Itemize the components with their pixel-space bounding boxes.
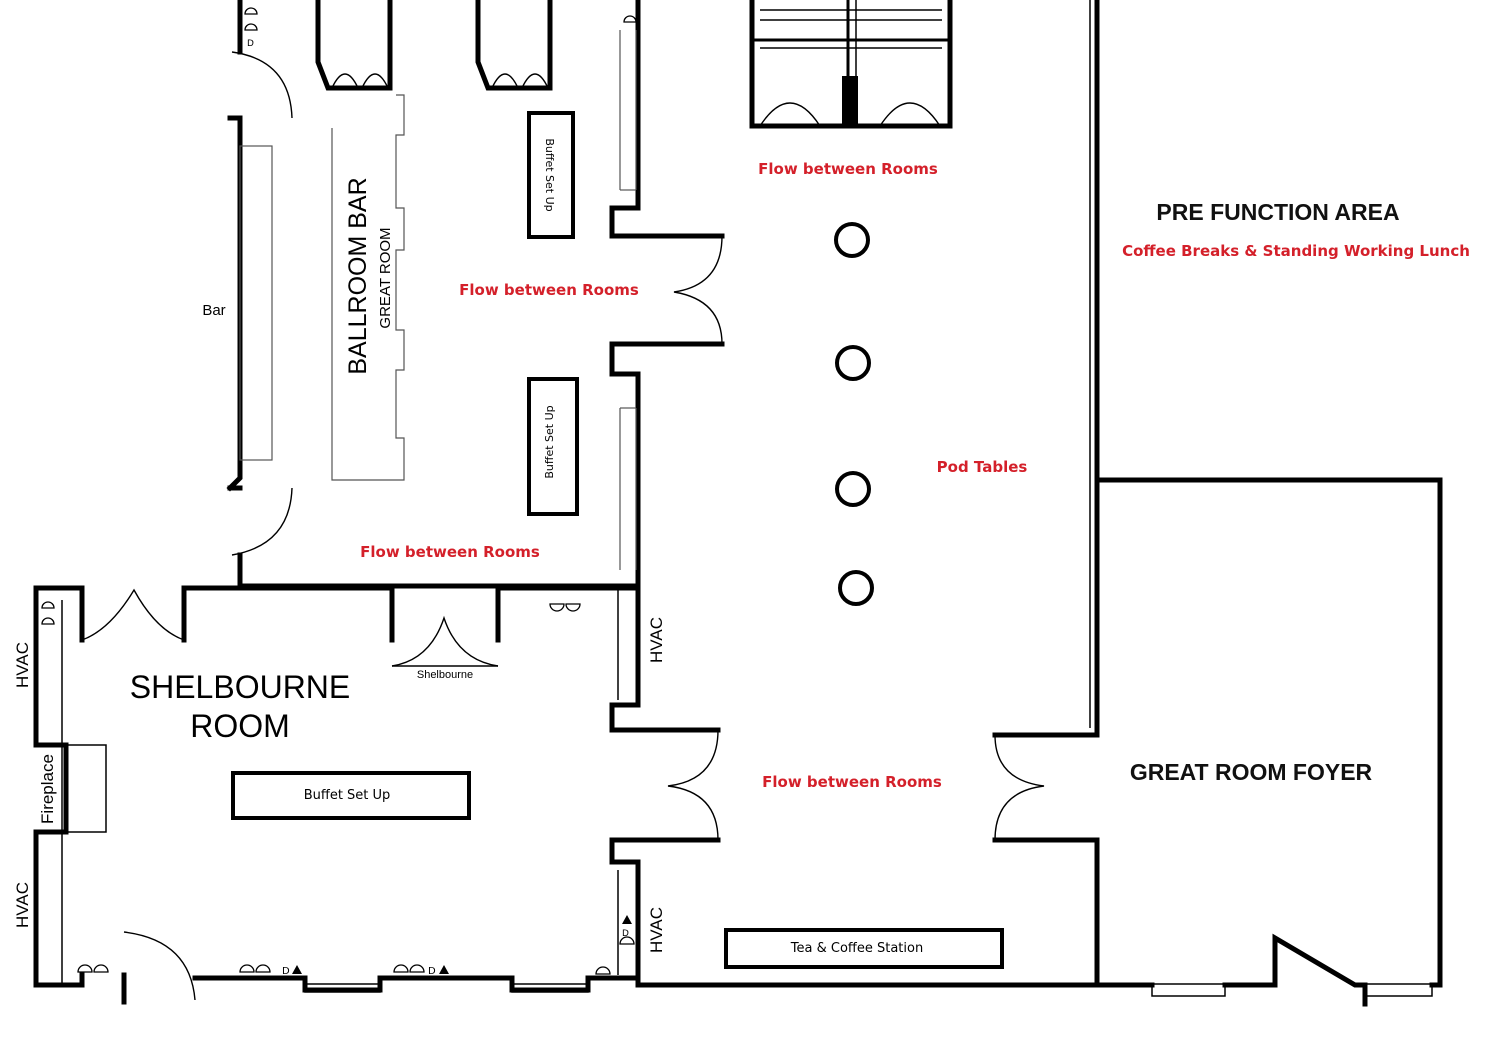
hvac-label-4: HVAC	[647, 907, 666, 953]
room-title-pre-function: PRE FUNCTION AREA	[1156, 199, 1399, 225]
room-title-ballroom-bar: BALLROOM BAR	[344, 177, 372, 374]
fixture-icon	[77, 964, 109, 973]
fireplace-label: Fireplace	[38, 754, 57, 824]
pod-tables	[834, 222, 874, 606]
fixture-icon	[41, 601, 55, 625]
doors	[81, 51, 1045, 1001]
coffee-breaks-note: Coffee Breaks & Standing Working Lunch	[1122, 242, 1470, 260]
buffet-label-1: Buffet Set Up	[543, 138, 556, 211]
buffet-table-3	[231, 771, 471, 820]
buffet-label-3: Buffet Set Up	[304, 788, 391, 803]
flow-note-1: Flow between Rooms	[758, 160, 938, 178]
tea-coffee-table	[724, 928, 1004, 969]
buffet-table-2	[527, 377, 579, 516]
buffet-table-1	[527, 111, 575, 239]
pod-table	[835, 471, 871, 507]
flow-note-4: Flow between Rooms	[762, 773, 942, 791]
shelbourne-door-label: Shelbourne	[417, 669, 473, 681]
tea-coffee-label: Tea & Coffee Station	[790, 941, 923, 956]
pod-table	[835, 345, 871, 381]
pod-table	[838, 570, 874, 606]
svg-text:D: D	[622, 929, 629, 939]
room-title-shelbourne-line1: SHELBOURNE	[130, 669, 351, 705]
hvac-label-2: HVAC	[13, 882, 32, 928]
room-title-great-room-foyer: GREAT ROOM FOYER	[1130, 759, 1373, 785]
svg-text:D: D	[282, 966, 290, 977]
pod-tables-note: Pod Tables	[937, 458, 1028, 476]
bar-label: Bar	[202, 302, 225, 319]
buffet-label-2: Buffet Set Up	[543, 405, 556, 478]
flow-note-3: Flow between Rooms	[360, 543, 540, 561]
fixture-icon	[623, 15, 637, 23]
pod-table	[834, 222, 870, 258]
fixture-icon: D	[393, 964, 449, 977]
room-subtitle-great-room: GREAT ROOM	[377, 227, 394, 328]
bar-counter	[239, 30, 637, 570]
fixture-icon	[549, 603, 581, 612]
svg-text:D: D	[428, 966, 436, 977]
hvac-label-3: HVAC	[647, 617, 666, 663]
fixture-icon: D	[244, 7, 258, 49]
fixture-icon: D	[239, 964, 302, 977]
walls	[33, 0, 1443, 1007]
flow-note-2: Flow between Rooms	[459, 281, 639, 299]
hvac-label-1: HVAC	[13, 642, 32, 688]
fixture-icon: D	[619, 915, 635, 945]
svg-text:D: D	[247, 39, 254, 49]
light-fixture-icons: D D D	[41, 7, 637, 977]
room-title-shelbourne-line2: ROOM	[190, 708, 290, 744]
fixture-icon	[595, 966, 611, 975]
